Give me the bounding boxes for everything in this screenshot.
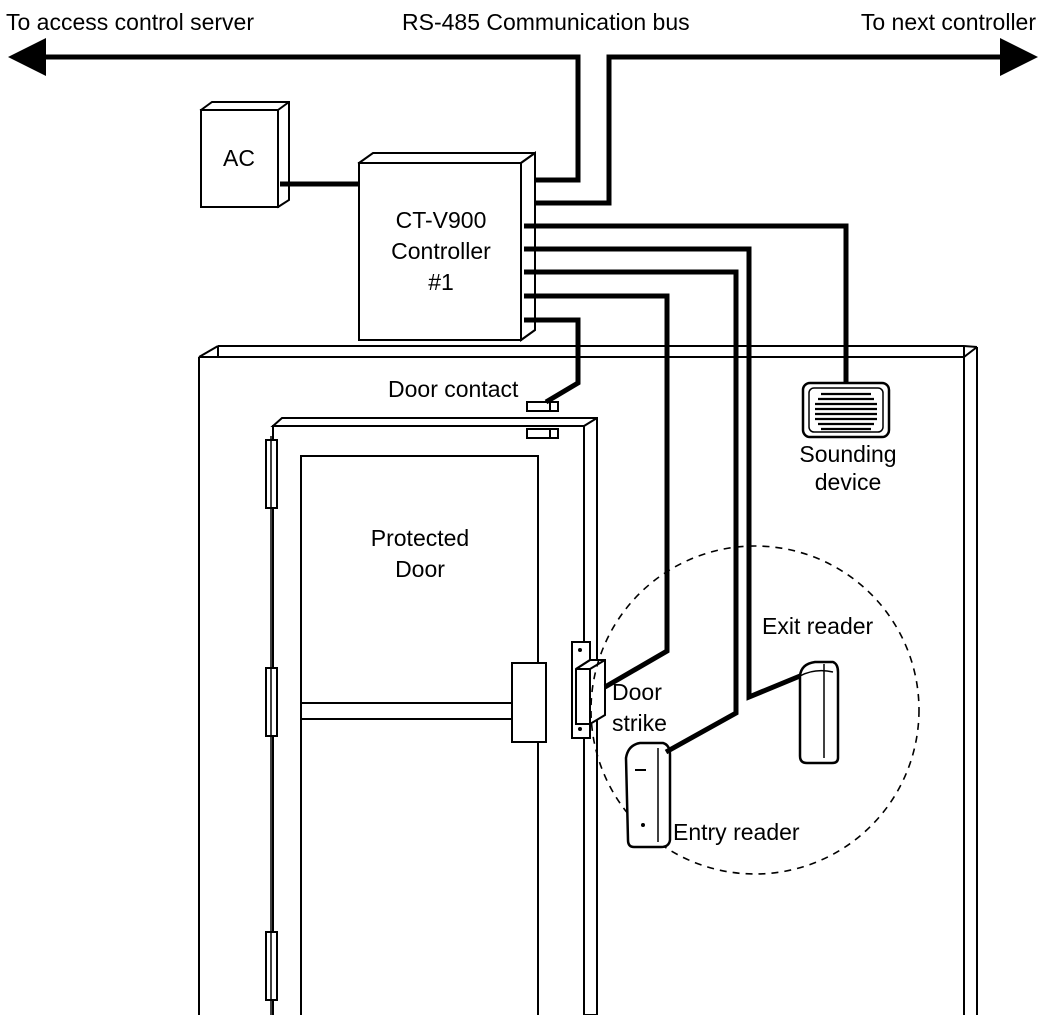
door-strike xyxy=(571,641,606,739)
door-title-line2: Door xyxy=(395,556,445,582)
door-strike-label-line1: Door xyxy=(612,679,662,705)
door-contact-magnet-door xyxy=(526,428,559,439)
controller-number-label-front: #1 xyxy=(428,269,454,295)
door-title-line1: Protected xyxy=(371,525,469,551)
bus-wire-left xyxy=(44,54,581,183)
door-contact-magnet-frame xyxy=(526,401,559,412)
door-contact-sensor xyxy=(526,401,559,439)
entry-reader-label: Entry reader xyxy=(673,819,800,845)
entry-reader-led-icon xyxy=(641,823,645,827)
push-bar xyxy=(300,702,539,720)
bus-wire-right xyxy=(524,54,1002,206)
door-strike-label-line2: strike xyxy=(612,710,667,736)
bus-right-arrowhead xyxy=(1000,38,1038,76)
door-contact-label: Door contact xyxy=(388,376,519,402)
bus-left-arrowhead xyxy=(8,38,46,76)
device-wires xyxy=(524,223,849,755)
sounding-device-label-line1: Sounding xyxy=(799,441,896,467)
exit-reader-label: Exit reader xyxy=(762,613,874,639)
rs485-bus xyxy=(8,38,1038,206)
door-panel xyxy=(300,455,539,1017)
controller-type-label-front: Controller xyxy=(391,238,491,264)
entry-reader xyxy=(624,741,672,849)
bus-right-label: To next controller xyxy=(861,9,1036,35)
bus-center-label: RS-485 Communication bus xyxy=(402,9,690,35)
wire-door-strike xyxy=(524,293,670,690)
reader-zone-circle xyxy=(590,545,920,875)
bus-left-label: To access control server xyxy=(6,9,254,35)
wire-door-contact xyxy=(524,317,581,405)
ac-label: AC xyxy=(223,145,255,171)
controller-box-front xyxy=(358,151,536,342)
protected-door xyxy=(270,417,598,1020)
sounder-grille-icon xyxy=(815,392,877,431)
ac-power-box xyxy=(199,101,290,209)
sounding-device xyxy=(801,381,891,439)
exit-reader xyxy=(798,660,840,765)
door-hinges xyxy=(265,436,278,1015)
wire-exit-reader xyxy=(524,246,801,701)
wire-sounding-device xyxy=(524,223,849,384)
sounding-device-label-line2: device xyxy=(815,469,881,495)
controller-model-label-front: CT-V900 xyxy=(396,207,487,233)
wire-entry-reader xyxy=(524,269,739,755)
push-bar-mount xyxy=(511,662,547,743)
